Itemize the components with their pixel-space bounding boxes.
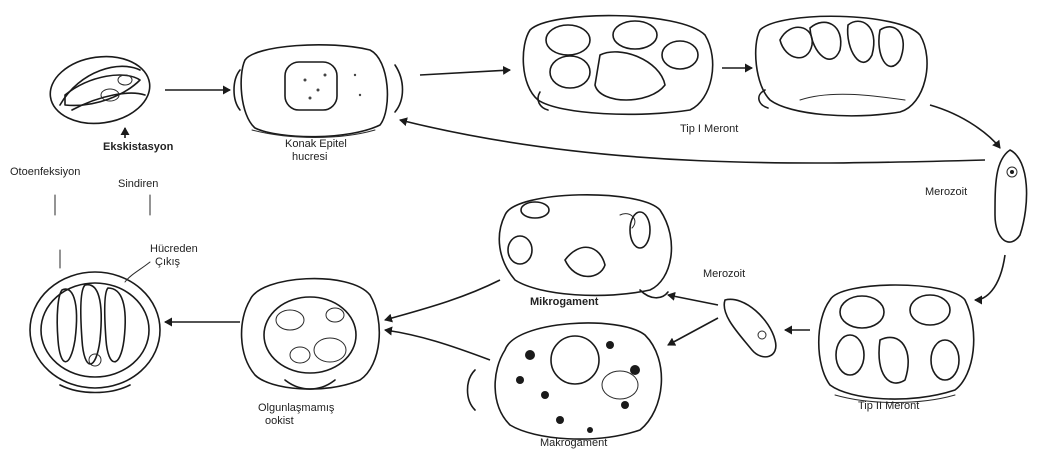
arrow-merozoite-to-type-ii — [975, 255, 1005, 300]
immature-oocyst — [242, 279, 380, 389]
label-ookist: ookist — [265, 415, 294, 428]
label-merozoit-middle: Merozoit — [703, 268, 745, 281]
macrogamont — [468, 323, 662, 439]
sporulated-oocyst — [30, 272, 160, 393]
free-merozoite — [995, 150, 1027, 242]
label-hucresi: hucresi — [292, 151, 327, 164]
microgamont — [499, 195, 671, 298]
label-mikrogament: Mikrogament — [530, 296, 598, 309]
cycle-arrows — [125, 68, 1005, 360]
label-tip-ii-meront: Tip II Meront — [858, 400, 919, 413]
label-otoenfeksiyon: Otoenfeksiyon — [10, 166, 80, 179]
label-olgunlasmamis: Olgunlaşmamış — [258, 402, 334, 415]
arrow-type-i-to-merozoite — [930, 105, 1000, 148]
label-makrogament: Makrogament — [540, 437, 607, 450]
host-epithelial-cell — [234, 45, 403, 138]
label-ekskistasyon: Ekskistasyon — [103, 141, 173, 154]
label-merozoit-top: Merozoit — [925, 186, 967, 199]
merozoite-middle — [724, 299, 776, 357]
label-hucreden: Hücreden — [150, 243, 198, 256]
arrow-merozoite-to-microgamont — [668, 295, 718, 305]
excysting-oocyst — [46, 50, 154, 129]
label-konak-epitel: Konak Epitel — [285, 138, 347, 151]
arrow-merozoite-to-macrogamont — [668, 318, 718, 345]
arrow-host-to-meront — [420, 70, 510, 75]
pathway-ticks — [55, 195, 150, 282]
arrow-microgamont-to-oocyst — [385, 280, 500, 320]
type-i-meront — [756, 16, 927, 116]
label-cikis: Çıkış — [155, 256, 180, 269]
label-sindiren: Sindiren — [118, 178, 158, 191]
type-ii-meront — [819, 285, 974, 403]
arrow-macrogamont-to-oocyst — [385, 330, 490, 360]
label-tip-i-meront: Tip I Meront — [680, 123, 738, 136]
developing-meront — [523, 16, 712, 115]
